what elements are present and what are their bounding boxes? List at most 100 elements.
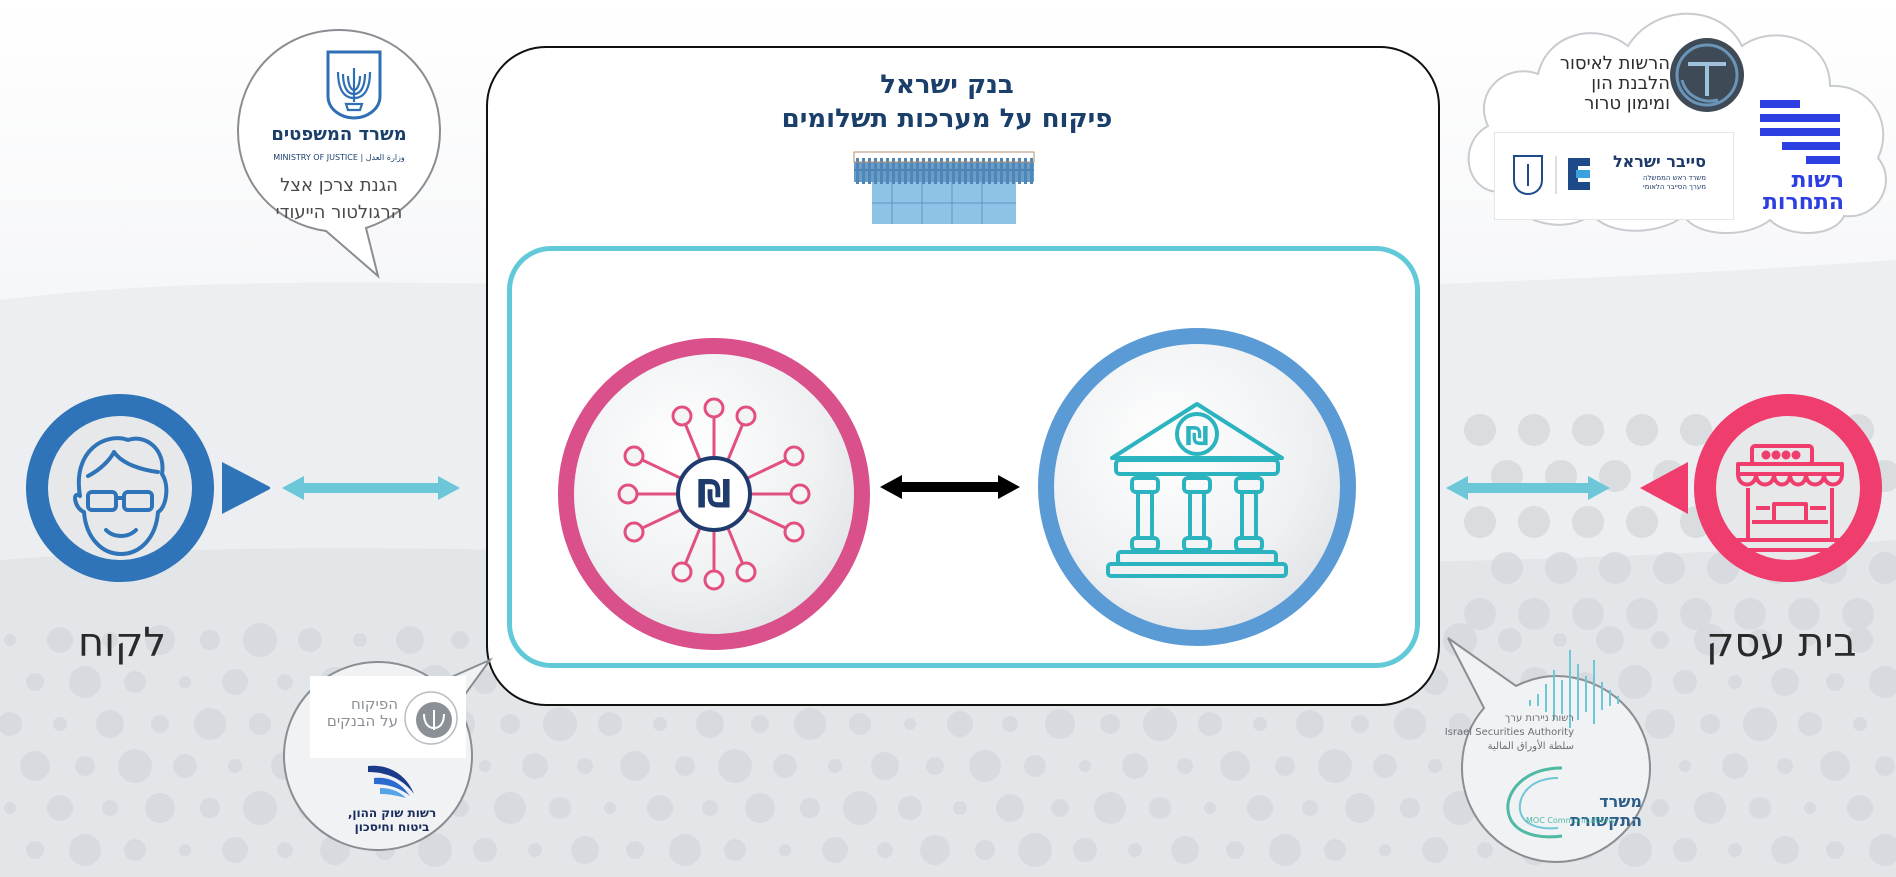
background-dot (473, 838, 497, 862)
securities-speech-bubble (1447, 637, 1652, 864)
background-dot (1296, 710, 1324, 738)
background-dot (1373, 754, 1397, 778)
background-dot (947, 711, 973, 737)
capital-market-text: רשות שוק ההון, ביטוח וחיסכון (332, 806, 452, 834)
background-dot (718, 749, 752, 783)
background-dot (1771, 836, 1799, 864)
background-dot (1394, 708, 1426, 740)
aml-line-2: הלבנת הון (1591, 73, 1670, 94)
capital-market-icon (368, 765, 414, 798)
justice-caption-line-1: הגנת צרכן אצל (280, 175, 398, 196)
background-dot (724, 839, 746, 861)
cyber-israel-emblem-icon (1513, 155, 1590, 196)
background-dot (1700, 714, 1720, 734)
background-dot (53, 717, 67, 731)
background-dot (1269, 834, 1301, 866)
banks-line-2: על הבנקים (326, 712, 398, 730)
background-dot (604, 802, 616, 814)
background-dot (4, 802, 16, 814)
background-dot (277, 842, 293, 858)
background-dot (222, 837, 248, 863)
background-dot (1771, 668, 1799, 696)
storefront-icon (1734, 444, 1846, 552)
background-dot (1018, 833, 1052, 867)
background-dot (1302, 800, 1318, 816)
background-dot (877, 842, 893, 858)
background-dot (1618, 665, 1652, 699)
building-column (946, 158, 949, 184)
background-dot (1673, 670, 1697, 694)
background-dot (151, 715, 169, 733)
background-dot (1498, 628, 1522, 652)
background-dot (1694, 624, 1726, 656)
background-dot (298, 628, 322, 652)
background-dot (1788, 598, 1820, 630)
background-dot (353, 633, 367, 647)
building-column (892, 158, 895, 184)
isa-he: רשות ניירות ערך (1504, 713, 1574, 724)
background-dot (528, 843, 542, 857)
background-dot (179, 844, 191, 856)
background-dot (598, 712, 622, 736)
isa-en: Israel Securities Authority (1444, 727, 1574, 738)
title-line-1: בנק ישראל (880, 70, 1014, 100)
background-dot (118, 749, 152, 783)
building-column (934, 158, 937, 184)
payment-systems-frame (507, 246, 1420, 668)
building-column (1000, 158, 1003, 184)
background-dot (543, 707, 577, 741)
background-dot (1728, 675, 1742, 689)
background-dot (745, 793, 775, 823)
background-dot (1749, 797, 1771, 819)
background-dot (243, 623, 277, 657)
building-column (1006, 158, 1009, 184)
background-dot (779, 844, 791, 856)
justice-speech-bubble (236, 28, 442, 279)
cyber-sub-1: משרד ראש הממשלה (1642, 174, 1706, 182)
background-dot (194, 708, 226, 740)
background-dot (1680, 598, 1712, 630)
background-dot (843, 791, 877, 825)
background-dot (702, 800, 718, 816)
background-dot (1847, 627, 1873, 653)
background-dot (1651, 631, 1669, 649)
background-dot (898, 796, 922, 820)
building-column (886, 158, 889, 184)
background-dot (1572, 414, 1604, 446)
aml-line-3: ומימון טרור (1584, 93, 1670, 114)
background-dot (1743, 707, 1777, 741)
shekel-network-icon: ₪ (617, 397, 811, 591)
background-dot (1869, 834, 1896, 866)
background-dot (396, 626, 424, 654)
justice-ministry-en: MINISTRY OF JUSTICE | وزارة العدل (273, 153, 405, 162)
background-dot (1653, 552, 1685, 584)
background-dot (1722, 753, 1748, 779)
background-dot (1553, 633, 1567, 647)
background-dot (1618, 833, 1652, 867)
background-dot (1318, 749, 1352, 783)
background-dot (1804, 802, 1816, 814)
background-dot (1869, 666, 1896, 698)
background-dot (1572, 506, 1604, 538)
background-dot (26, 673, 44, 691)
customer-face-icon (73, 436, 169, 556)
background-dot (1345, 793, 1375, 823)
background-dot (1680, 414, 1712, 446)
aml-line-1: הרשות לאיסור (1559, 53, 1670, 74)
background-dot (1079, 760, 1091, 772)
moc-en: MOC Communications (1526, 816, 1615, 825)
background-dot (1143, 707, 1177, 741)
building-column (958, 158, 961, 184)
building-column (994, 158, 997, 184)
background-dot (145, 625, 175, 655)
cyber-israel-name: סייבר ישראל (1612, 152, 1706, 171)
background-dot (1198, 712, 1222, 736)
background-dot (794, 708, 826, 740)
justice-caption-line-2: הרגולטור הייעודי (275, 202, 403, 223)
background-dot (1679, 760, 1691, 772)
background-dot (145, 793, 175, 823)
background-dot (222, 669, 248, 695)
svg-text:₪: ₪ (697, 472, 731, 516)
background-dot (1253, 717, 1267, 731)
background-dot (773, 754, 797, 778)
